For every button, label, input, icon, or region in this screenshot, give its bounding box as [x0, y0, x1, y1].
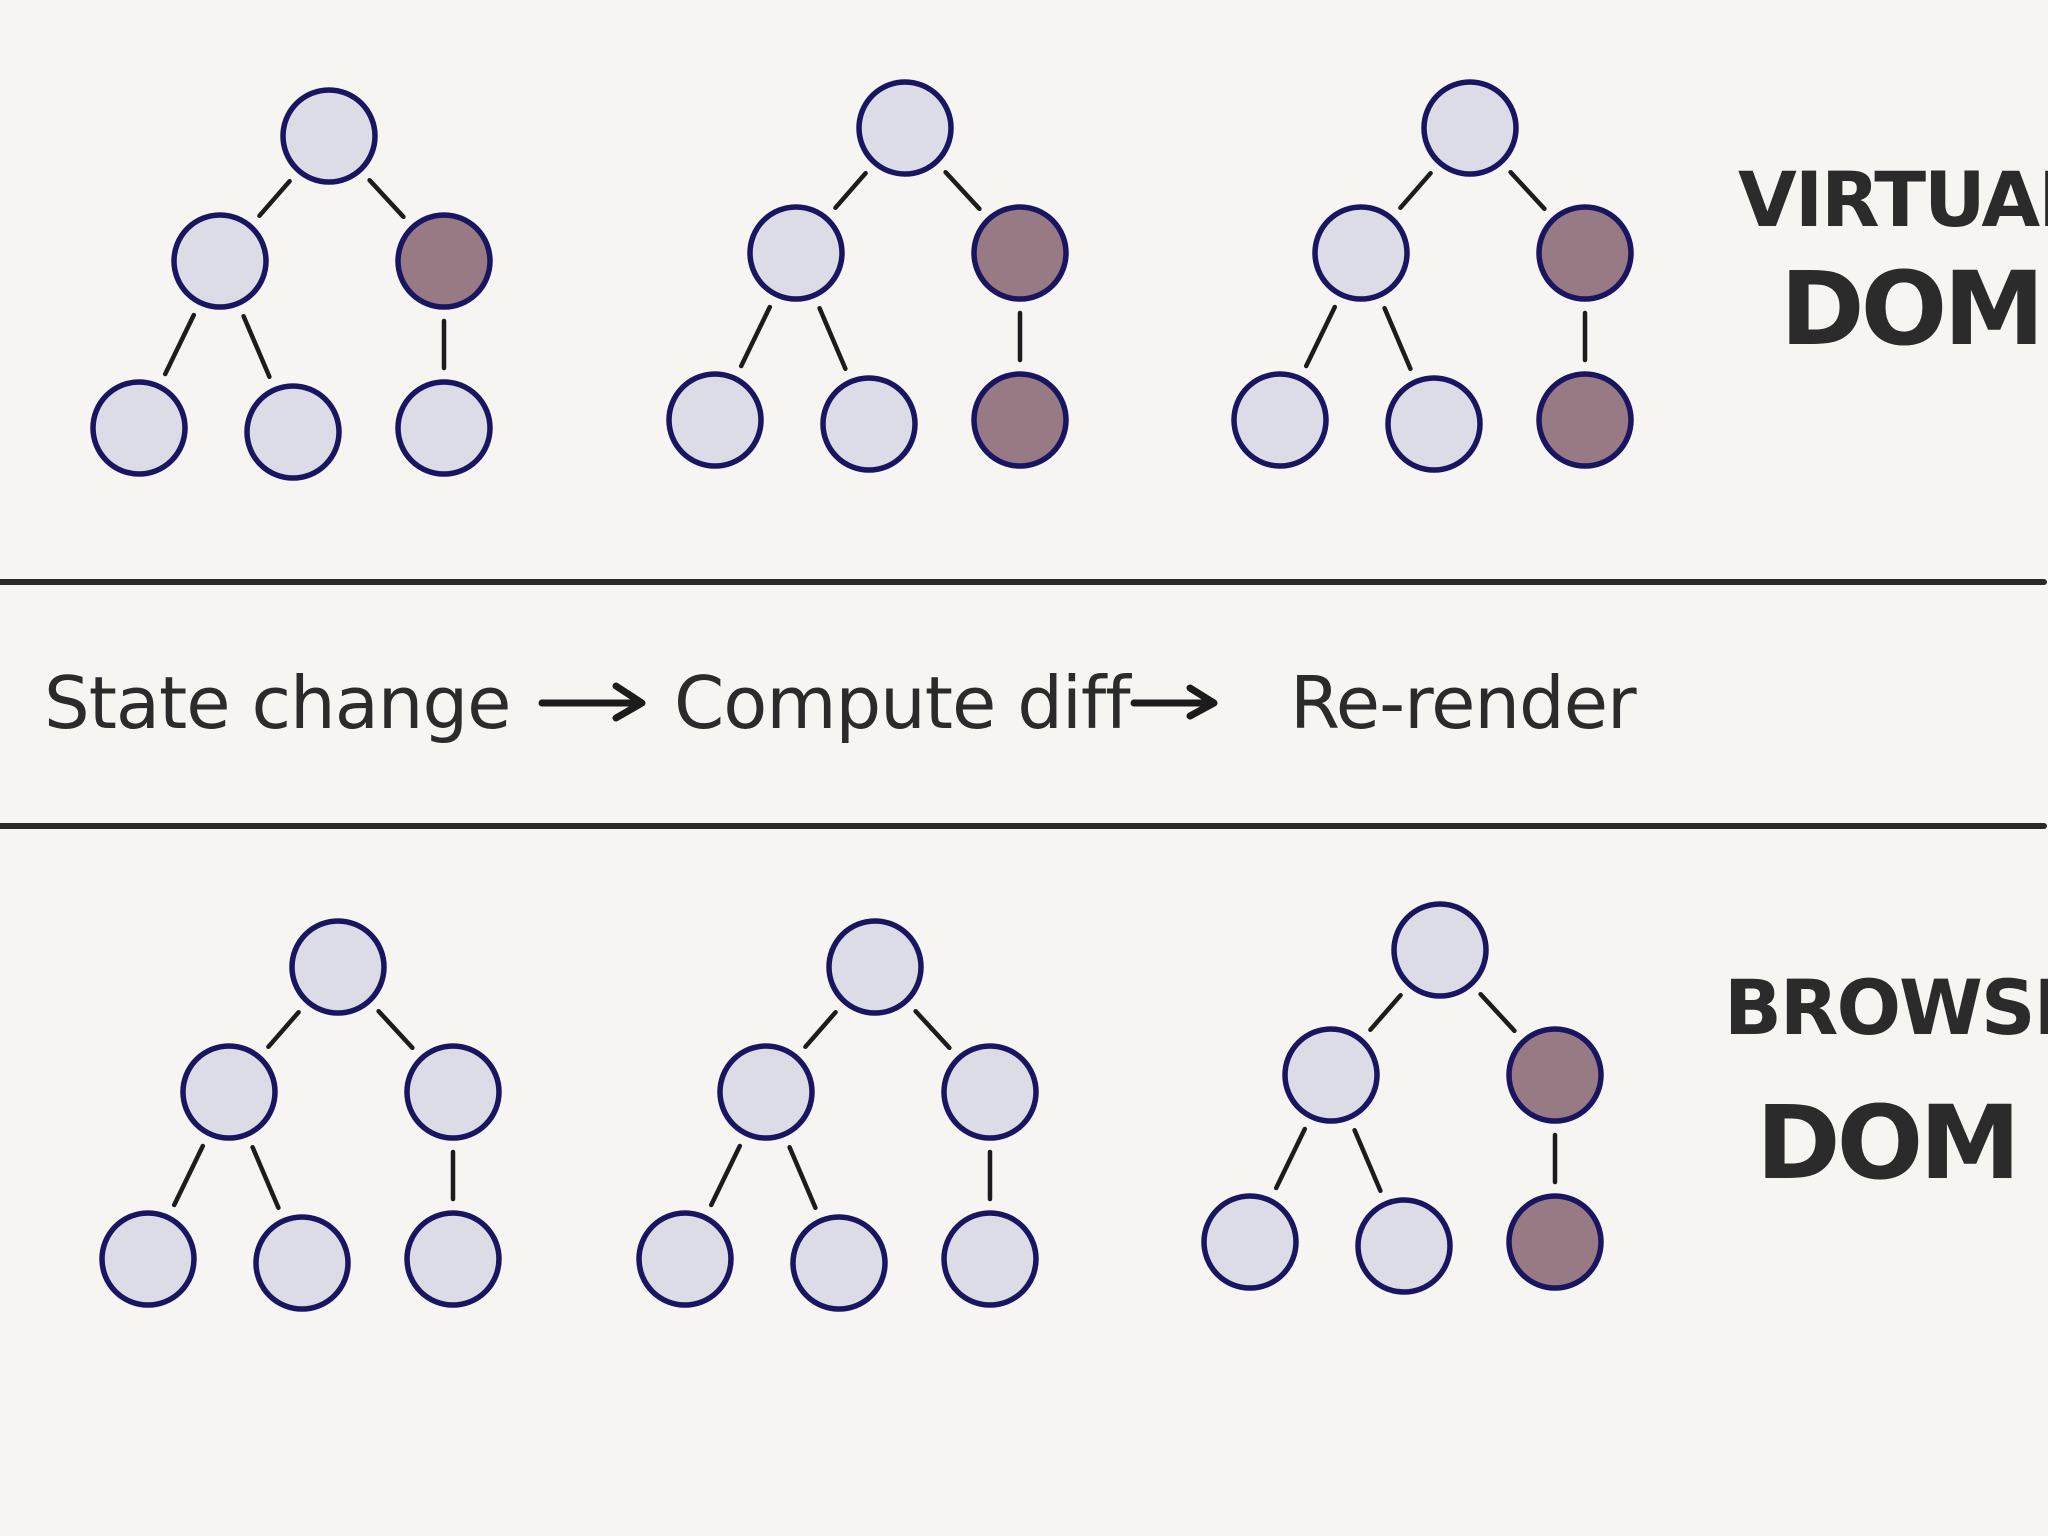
tree-edge-left-left-right — [817, 305, 848, 372]
tree-node-left — [747, 204, 845, 302]
browser-tree-unchanged — [636, 918, 1039, 1312]
browser-tree-before — [99, 918, 502, 1312]
tree-node-root — [289, 918, 387, 1016]
tree-edge-root-right — [943, 169, 982, 212]
arrow-icon — [1130, 684, 1218, 720]
tree-edge-root-left — [803, 1009, 838, 1050]
tree-edge-root-left — [1398, 170, 1433, 211]
tree-edge-left-left-right — [1382, 305, 1413, 372]
tree-edge-left-left-right — [250, 1144, 281, 1211]
tree-node-left-right — [820, 375, 918, 473]
tree-node-right — [941, 1043, 1039, 1141]
tree-node-right-changed — [971, 204, 1069, 302]
tree-node-left — [1282, 1026, 1380, 1124]
tree-node-root — [280, 87, 378, 185]
tree-edge-left-left-left — [738, 304, 773, 369]
tree-node-root — [826, 918, 924, 1016]
virtual-tree-before — [90, 87, 493, 481]
tree-node-right-child-changed — [971, 371, 1069, 469]
tree-edge-left-left-left — [171, 1143, 206, 1208]
tree-node-right-child-changed — [1536, 371, 1634, 469]
tree-node-root — [1421, 79, 1519, 177]
tree-edge-left-left-right — [241, 313, 272, 380]
tree-node-left-left — [1201, 1193, 1299, 1291]
tree-node-left-right — [790, 1214, 888, 1312]
flow-step-compute-diff: Compute diff — [674, 661, 1132, 745]
tree-edge-root-right — [1508, 169, 1547, 212]
tree-node-right — [404, 1043, 502, 1141]
browser-label-line1: BROWSER — [1724, 963, 2048, 1052]
tree-node-root — [856, 79, 954, 177]
virtual-tree-updated — [666, 79, 1069, 473]
tree-node-right-child — [941, 1210, 1039, 1308]
virtual-label-line1: VIRTUAL — [1738, 155, 2048, 244]
tree-node-left-right — [253, 1214, 351, 1312]
tree-node-right-child-changed — [1506, 1193, 1604, 1291]
tree-edge-left-left-left — [1273, 1126, 1308, 1191]
tree-node-left-right — [244, 383, 342, 481]
tree-node-left-left — [636, 1210, 734, 1308]
tree-node-right-child — [395, 379, 493, 477]
tree-edge-left-left-left — [162, 312, 197, 377]
tree-node-right-changed — [1536, 204, 1634, 302]
tree-node-left-left — [90, 379, 188, 477]
flow-step-state-change: State change — [44, 661, 510, 745]
tree-node-left — [171, 212, 269, 310]
tree-node-right-changed — [1506, 1026, 1604, 1124]
virtual-label-line2: DOM — [1780, 250, 2041, 369]
tree-edge-root-right — [1478, 991, 1517, 1034]
tree-edge-root-left — [833, 170, 868, 211]
virtual-tree-diffed — [1231, 79, 1634, 473]
tree-node-left — [717, 1043, 815, 1141]
tree-edge-left-left-right — [1352, 1127, 1383, 1194]
tree-edge-root-right — [367, 177, 406, 220]
tree-edge-root-right — [376, 1008, 415, 1051]
tree-edge-left-left-left — [708, 1143, 743, 1208]
arrow-icon — [538, 682, 646, 722]
tree-layer — [90, 79, 1634, 1312]
tree-node-left-right — [1355, 1197, 1453, 1295]
tree-node-left — [1312, 204, 1410, 302]
tree-edge-root-left — [1368, 992, 1403, 1033]
tree-edge-root-left — [257, 178, 292, 219]
tree-node-left-left — [99, 1210, 197, 1308]
tree-edge-left-left-left — [1303, 304, 1338, 369]
tree-node-left-right — [1385, 375, 1483, 473]
tree-edge-root-left — [266, 1009, 301, 1050]
tree-node-right-child — [404, 1210, 502, 1308]
tree-edge-root-right — [913, 1008, 952, 1051]
tree-node-root — [1391, 901, 1489, 999]
browser-tree-patched — [1201, 901, 1604, 1295]
tree-node-left — [180, 1043, 278, 1141]
browser-label-line2: DOM — [1756, 1084, 2017, 1203]
tree-node-left-left — [666, 371, 764, 469]
tree-edge-left-left-right — [787, 1144, 818, 1211]
flow-step-re-render: Re-render — [1290, 661, 1637, 745]
tree-node-left-left — [1231, 371, 1329, 469]
tree-node-right-changed — [395, 212, 493, 310]
